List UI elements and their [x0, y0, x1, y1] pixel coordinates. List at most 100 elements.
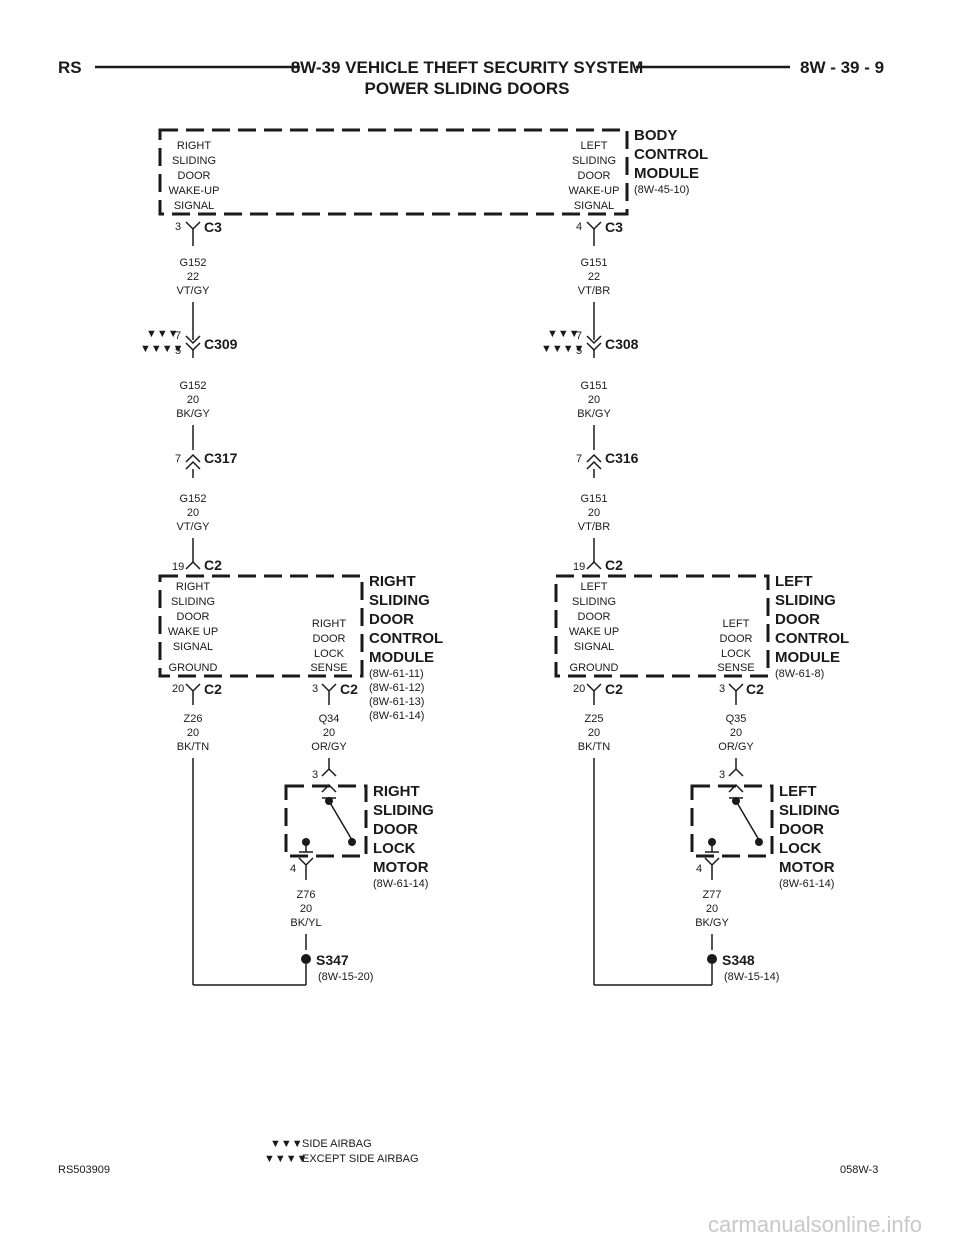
wire-z26-bk-tn: Z26 20 BK/TN — [177, 713, 209, 753]
right-door-lock-motor-box — [284, 784, 368, 858]
svg-text:▼▼▼▼: ▼▼▼▼ — [541, 343, 585, 355]
bcm-c3-left-connector: C3 — [605, 219, 623, 235]
svg-text:BK/GY: BK/GY — [695, 917, 729, 929]
svg-text:MOTOR: MOTOR — [373, 859, 429, 876]
splice-s347-dot — [301, 954, 311, 964]
svg-text:C2: C2 — [746, 681, 764, 697]
svg-text:G152: G152 — [180, 493, 207, 505]
header-page-number: 8W - 39 - 9 — [800, 58, 884, 77]
svg-text:RIGHT: RIGHT — [373, 783, 420, 800]
svg-text:SLIDING: SLIDING — [172, 155, 216, 167]
wire-g151-bk-gy: G151 20 BK/GY — [577, 380, 611, 420]
svg-text:20: 20 — [172, 683, 184, 695]
splice-s348-label: S348 — [722, 952, 755, 968]
svg-text:7: 7 — [175, 453, 181, 465]
left-sliding-door-control-module-box — [554, 574, 770, 678]
c308-connector-label: C308 — [605, 336, 639, 352]
wire-g152-vt-gy-lower: G152 20 VT/GY — [176, 493, 210, 533]
svg-text:(8W-61-14): (8W-61-14) — [369, 710, 424, 722]
svg-text:DOOR: DOOR — [578, 611, 611, 623]
svg-text:WAKE UP: WAKE UP — [569, 626, 619, 638]
except-side-airbag-marker: ▼▼▼▼ — [140, 343, 184, 355]
wire-q34-or-gy: Q34 20 OR/GY — [311, 713, 347, 753]
c317-connector-label: C317 — [204, 450, 238, 466]
svg-text:(8W-45-10): (8W-45-10) — [634, 184, 689, 196]
left-motor-name: LEFT SLIDING DOOR LOCK MOTOR (8W-61-14) — [779, 783, 840, 890]
svg-text:CONTROL: CONTROL — [369, 630, 443, 647]
svg-text:BK/GY: BK/GY — [577, 408, 611, 420]
bcm-left-signal-label: LEFT SLIDING DOOR WAKE-UP SIGNAL — [569, 140, 620, 212]
left-motor-switch-arm — [735, 800, 760, 841]
svg-text:Z25: Z25 — [585, 713, 604, 725]
svg-text:SIGNAL: SIGNAL — [574, 641, 614, 653]
svg-text:DOOR: DOOR — [578, 170, 611, 182]
svg-text:LOCK: LOCK — [314, 648, 345, 660]
svg-text:SIGNAL: SIGNAL — [173, 641, 213, 653]
right-module-name: RIGHT SLIDING DOOR CONTROL MODULE (8W-61… — [369, 573, 443, 722]
svg-text:OR/GY: OR/GY — [718, 741, 754, 753]
wire-z25-bk-tn: Z25 20 BK/TN — [578, 713, 610, 753]
legend-side-airbag: SIDE AIRBAG — [302, 1138, 372, 1150]
right-module-lock-sense-label: RIGHT DOOR LOCK SENSE — [310, 618, 347, 674]
svg-text:DOOR: DOOR — [720, 633, 753, 645]
svg-text:MODULE: MODULE — [369, 649, 434, 666]
svg-text:OR/GY: OR/GY — [311, 741, 347, 753]
svg-text:22: 22 — [187, 271, 199, 283]
left-module-wakeup-label: LEFT SLIDING DOOR WAKE UP SIGNAL — [569, 581, 619, 653]
svg-text:4: 4 — [290, 863, 296, 875]
svg-text:LEFT: LEFT — [723, 618, 750, 630]
footer-code: 058W-3 — [840, 1164, 878, 1176]
header-section-code: RS — [58, 58, 82, 77]
svg-text:BK/TN: BK/TN — [177, 741, 209, 753]
splice-s348-dot — [707, 954, 717, 964]
svg-text:20: 20 — [730, 727, 742, 739]
svg-text:G151: G151 — [581, 493, 608, 505]
svg-text:(8W-61-12): (8W-61-12) — [369, 682, 424, 694]
svg-text:C2: C2 — [605, 681, 623, 697]
svg-text:G152: G152 — [180, 257, 207, 269]
bcm-name: BODY CONTROL MODULE (8W-45-10) — [634, 127, 708, 196]
svg-text:20: 20 — [588, 507, 600, 519]
svg-text:(8W-61-14): (8W-61-14) — [373, 878, 428, 890]
svg-text:DOOR: DOOR — [775, 611, 820, 628]
wire-g152-vt-gy-upper: G152 22 VT/GY — [176, 257, 210, 297]
svg-text:Z76: Z76 — [297, 889, 316, 901]
wire-q35-or-gy: Q35 20 OR/GY — [718, 713, 754, 753]
side-airbag-marker: ▼▼▼ — [146, 328, 179, 340]
svg-text:DOOR: DOOR — [369, 611, 414, 628]
svg-text:LEFT: LEFT — [775, 573, 813, 590]
svg-text:BODY: BODY — [634, 127, 677, 144]
header-title: 8W-39 VEHICLE THEFT SECURITY SYSTEM — [291, 58, 644, 77]
svg-text:G151: G151 — [581, 257, 608, 269]
watermark: carmanualsonline.info — [708, 1212, 922, 1237]
c317-connector-symbol — [185, 453, 201, 470]
right-module-ground-label: GROUND — [169, 662, 218, 674]
right-module-wakeup-label: RIGHT SLIDING DOOR WAKE UP SIGNAL — [168, 581, 218, 653]
svg-text:SLIDING: SLIDING — [572, 155, 616, 167]
left-module-lock-sense-label: LEFT DOOR LOCK SENSE — [717, 618, 754, 674]
splice-s347-label: S347 — [316, 952, 349, 968]
svg-text:SLIDING: SLIDING — [572, 596, 616, 608]
svg-text:VT/BR: VT/BR — [578, 521, 610, 533]
bcm-box — [158, 128, 629, 216]
svg-text:SLIDING: SLIDING — [779, 802, 840, 819]
svg-text:Z26: Z26 — [184, 713, 203, 725]
svg-text:WAKE-UP: WAKE-UP — [569, 185, 620, 197]
svg-text:VT/GY: VT/GY — [176, 521, 210, 533]
svg-text:DOOR: DOOR — [373, 821, 418, 838]
svg-text:G152: G152 — [180, 380, 207, 392]
left-chain: 4 C3 G151 22 VT/BR 7 5 C308 ▼▼▼ ▼▼▼▼ G15… — [541, 219, 849, 986]
svg-text:(8W-61-14): (8W-61-14) — [779, 878, 834, 890]
bcm-c3-left-pin: 4 — [576, 221, 582, 233]
svg-text:DOOR: DOOR — [313, 633, 346, 645]
footer-figure-id: RS503909 — [58, 1164, 110, 1176]
svg-text:(8W-61-8): (8W-61-8) — [775, 668, 824, 680]
svg-text:BK/YL: BK/YL — [290, 917, 321, 929]
bcm-c3-right-connector: C3 — [204, 219, 222, 235]
svg-text:3: 3 — [312, 683, 318, 695]
svg-text:19: 19 — [172, 561, 184, 573]
left-module-c2-19-symbol — [586, 560, 602, 570]
svg-text:BK/TN: BK/TN — [578, 741, 610, 753]
svg-text:22: 22 — [588, 271, 600, 283]
wire-g151-vt-br-lower: G151 20 VT/BR — [578, 493, 610, 533]
